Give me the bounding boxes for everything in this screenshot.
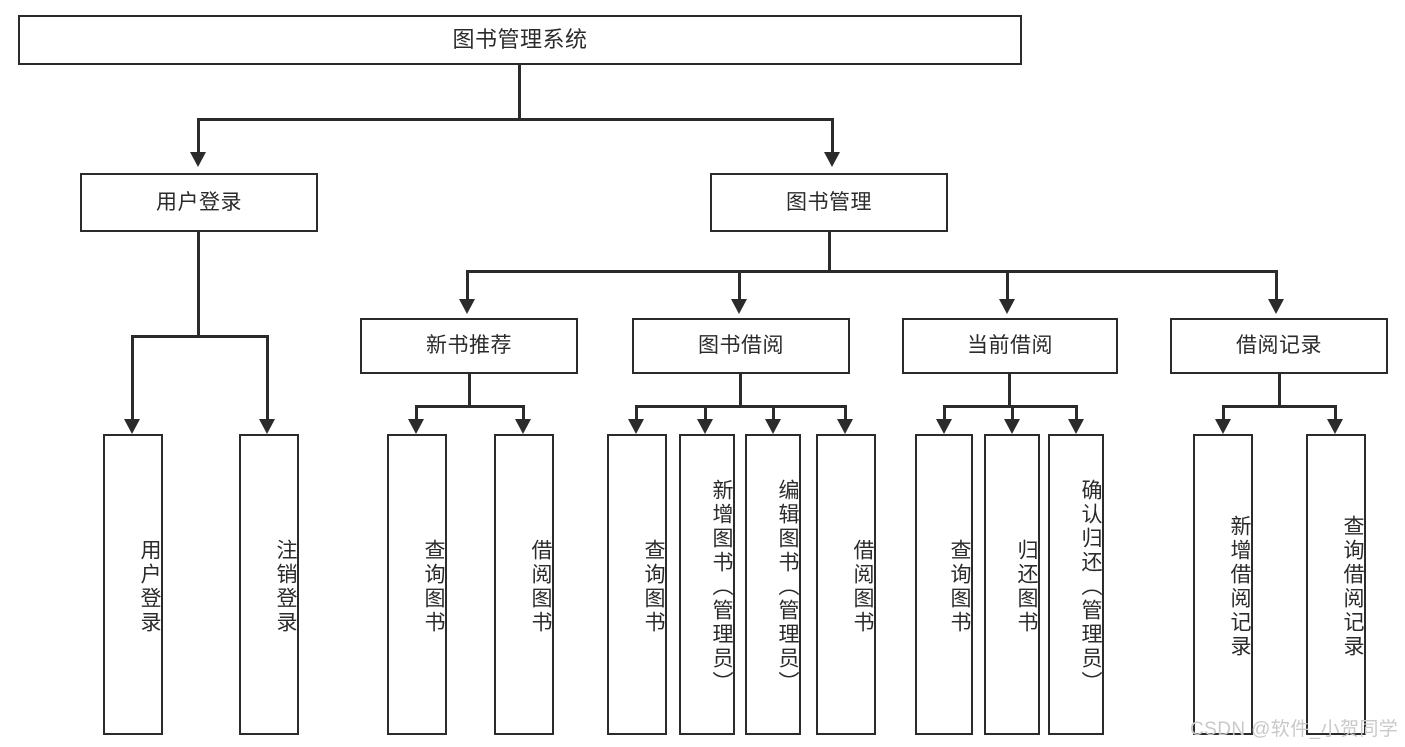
leaf-node-query-book-2[interactable]: 查询图书 (607, 434, 667, 735)
arrowhead-leaf-borrow-book-1 (515, 419, 531, 434)
connector-user-login-stem (197, 232, 200, 335)
node-user-login[interactable]: 用户登录 (80, 173, 318, 232)
connector-current-borrow-bus (943, 405, 1078, 408)
arrowhead-leaf-add-record (1215, 419, 1231, 434)
connector-user-login-child-2 (266, 335, 269, 420)
connector-book-borrow-bus (635, 405, 847, 408)
connector-br-child-2 (1334, 405, 1337, 421)
arrowhead-leaf-query-book-3 (936, 419, 952, 434)
connector-cb-child-1 (943, 405, 946, 421)
leaf-node-user-login[interactable]: 用户登录 (103, 434, 163, 735)
leaf-node-borrow-book-2[interactable]: 借阅图书 (816, 434, 876, 735)
node-book-management[interactable]: 图书管理 (710, 173, 948, 232)
node-new-book-recommend[interactable]: 新书推荐 (360, 318, 578, 374)
leaf-node-add-book[interactable]: 新增图书（管理员） (679, 434, 735, 735)
connector-nbr-child-2 (522, 405, 525, 421)
connector-cb-child-2 (1011, 405, 1014, 421)
node-root-book-management-system[interactable]: 图书管理系统 (18, 15, 1022, 65)
arrowhead-leaf-query-book-2 (628, 419, 644, 434)
node-borrow-record[interactable]: 借阅记录 (1170, 318, 1388, 374)
connector-to-borrow-record (1275, 270, 1278, 300)
leaf-node-edit-book[interactable]: 编辑图书（管理员） (745, 434, 801, 735)
arrowhead-leaf-confirm-return (1068, 419, 1084, 434)
connector-new-book-recommend-stem (468, 374, 471, 405)
connector-new-book-recommend-bus (415, 405, 525, 408)
arrowhead-to-new-book-recommend (459, 299, 475, 314)
connector-bb-child-1 (635, 405, 638, 421)
arrowhead-leaf-edit-book (765, 419, 781, 434)
connector-bb-child-2 (704, 405, 707, 421)
arrowhead-to-user-login (190, 152, 206, 167)
connector-borrow-record-stem (1278, 374, 1281, 405)
connector-current-borrow-stem (1008, 374, 1011, 405)
leaf-node-logout-login[interactable]: 注销登录 (239, 434, 299, 735)
node-book-borrow[interactable]: 图书借阅 (632, 318, 850, 374)
arrowhead-leaf-return-book (1004, 419, 1020, 434)
arrowhead-leaf-query-record (1327, 419, 1343, 434)
connector-bb-child-3 (772, 405, 775, 421)
connector-root-bus (197, 118, 834, 121)
arrowhead-leaf-borrow-book-2 (837, 419, 853, 434)
connector-to-new-book-recommend (466, 270, 469, 300)
connector-to-book-management (831, 118, 834, 153)
leaf-node-query-book-1[interactable]: 查询图书 (387, 434, 447, 735)
connector-to-book-borrow (738, 270, 741, 300)
arrowhead-to-current-borrow (999, 299, 1015, 314)
arrowhead-leaf-user-login (124, 419, 140, 434)
connector-user-login-bus (131, 335, 269, 338)
node-current-borrow[interactable]: 当前借阅 (902, 318, 1118, 374)
connector-root-stem (518, 65, 521, 118)
arrowhead-leaf-logout-login (259, 419, 275, 434)
connector-book-borrow-stem (739, 374, 742, 405)
leaf-node-add-record[interactable]: 新增借阅记录 (1193, 434, 1253, 735)
arrowhead-to-book-borrow (731, 299, 747, 314)
arrowhead-leaf-query-book-1 (408, 419, 424, 434)
connector-cb-child-3 (1075, 405, 1078, 421)
arrowhead-to-book-management (824, 152, 840, 167)
connector-user-login-child-1 (131, 335, 134, 420)
connector-br-child-1 (1222, 405, 1225, 421)
connector-book-management-bus (466, 270, 1278, 273)
leaf-node-return-book[interactable]: 归还图书 (984, 434, 1040, 735)
connector-bb-child-4 (844, 405, 847, 421)
connector-to-current-borrow (1006, 270, 1009, 300)
connector-book-management-stem (828, 232, 831, 270)
connector-borrow-record-bus (1222, 405, 1337, 408)
arrowhead-leaf-add-book (697, 419, 713, 434)
arrowhead-to-borrow-record (1268, 299, 1284, 314)
connector-to-user-login (197, 118, 200, 153)
leaf-node-query-record[interactable]: 查询借阅记录 (1306, 434, 1366, 735)
leaf-node-confirm-return[interactable]: 确认归还（管理员） (1048, 434, 1104, 735)
leaf-node-borrow-book-1[interactable]: 借阅图书 (494, 434, 554, 735)
leaf-node-query-book-3[interactable]: 查询图书 (915, 434, 973, 735)
connector-nbr-child-1 (415, 405, 418, 421)
